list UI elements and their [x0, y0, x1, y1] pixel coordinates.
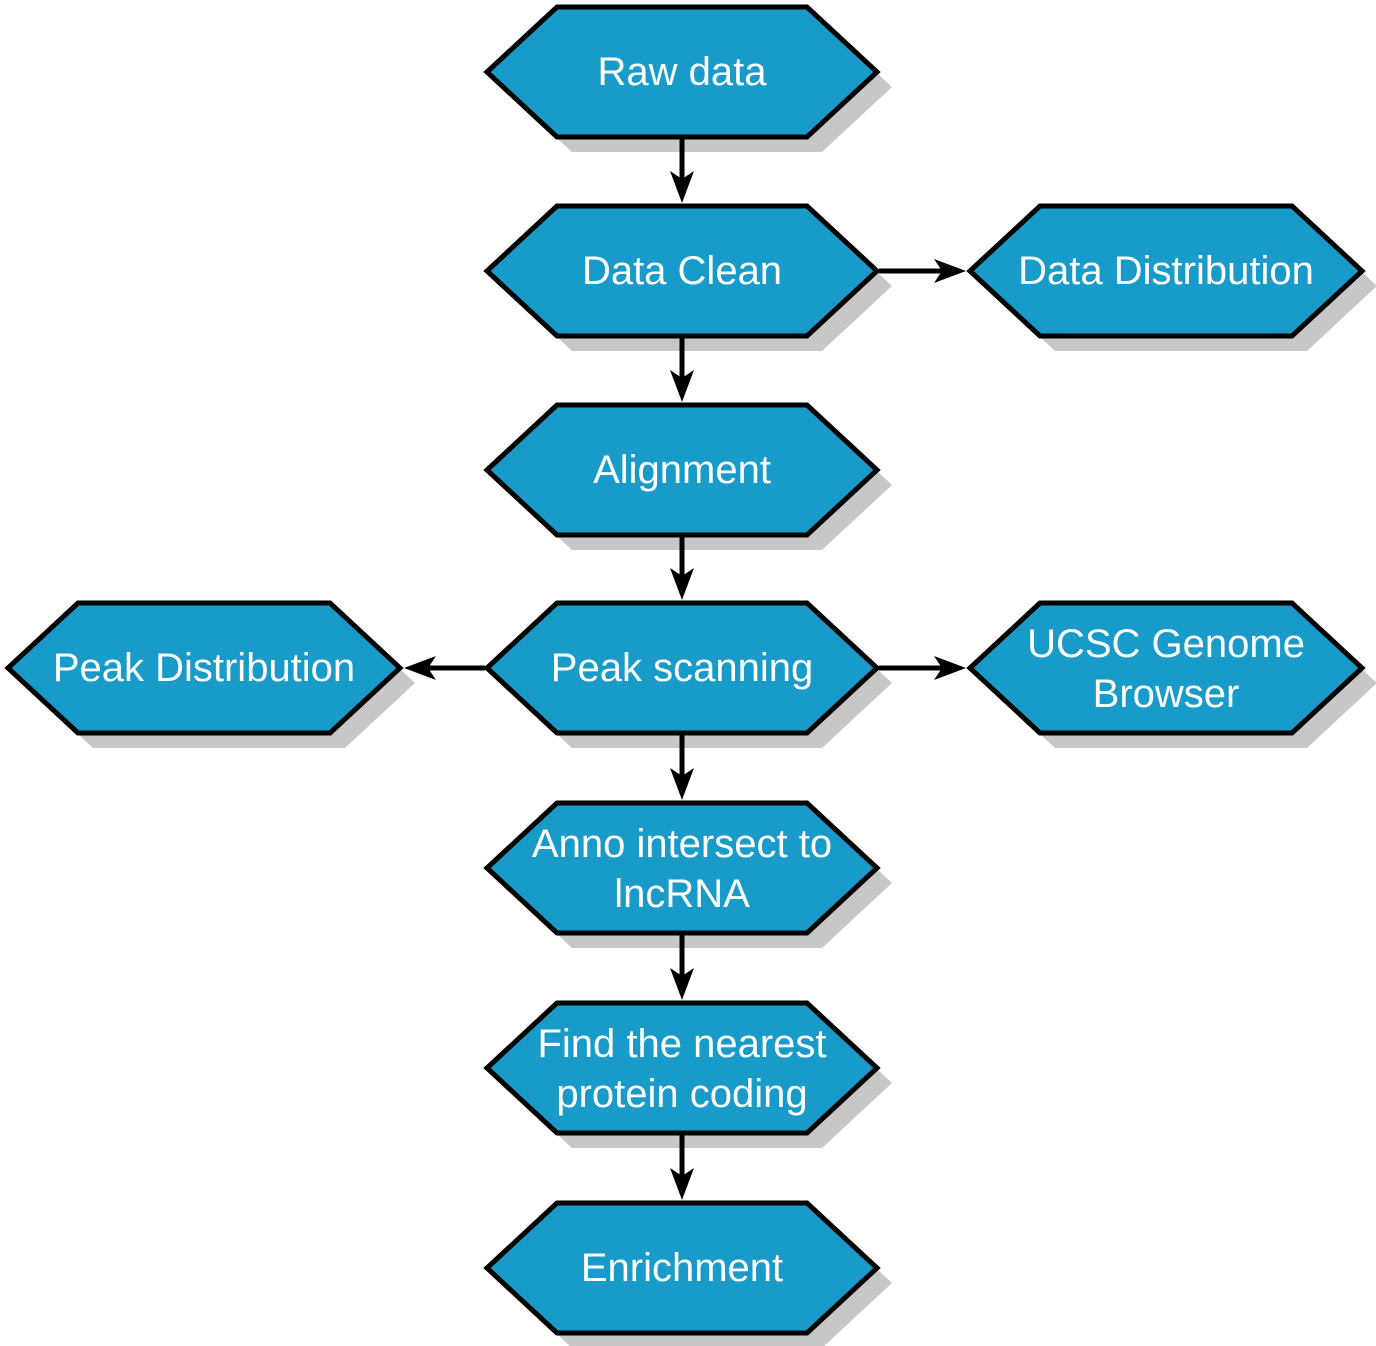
node-label: Enrichment — [581, 1246, 783, 1290]
node-data-clean: Data Clean — [483, 203, 892, 351]
node-enrichment: Enrichment — [483, 1200, 892, 1346]
node-alignment: Alignment — [483, 402, 892, 550]
hexagon-shape — [483, 800, 881, 936]
hexagon-shape — [483, 1000, 881, 1136]
node-label: Data Clean — [582, 249, 782, 293]
node-label-line2: lncRNA — [614, 872, 750, 916]
node-peak-scanning: Peak scanning — [483, 600, 892, 748]
node-label: Alignment — [593, 448, 771, 492]
hexagon-shape — [483, 203, 881, 339]
node-anno-intersect-to-lncrna: Anno intersect to lncRNA — [483, 800, 892, 948]
node-label: Raw data — [598, 50, 768, 94]
hexagon-shape — [483, 4, 881, 140]
node-label: Peak scanning — [551, 646, 813, 690]
node-find-nearest-protein-coding: Find the nearest protein coding — [483, 1000, 892, 1148]
hexagon-shape — [966, 600, 1366, 736]
hexagon-shape — [4, 600, 404, 736]
node-raw-data: Raw data — [483, 4, 892, 152]
node-label: Peak Distribution — [53, 646, 355, 690]
hexagon-shape — [483, 402, 881, 538]
node-peak-distribution: Peak Distribution — [4, 600, 415, 748]
node-label-line1: Find the nearest — [537, 1022, 826, 1066]
hexagon-shape — [483, 1200, 881, 1336]
hexagon-shape — [966, 203, 1366, 339]
node-label: Data Distribution — [1018, 249, 1314, 293]
node-ucsc-genome-browser: UCSC Genome Browser — [966, 600, 1376, 748]
node-label-line2: protein coding — [556, 1072, 807, 1116]
node-data-distribution: Data Distribution — [966, 203, 1376, 351]
hexagon-shape — [483, 600, 881, 736]
node-label-line1: Anno intersect to — [532, 822, 832, 866]
node-label-line1: UCSC Genome — [1027, 622, 1305, 666]
node-label-line2: Browser — [1093, 672, 1240, 716]
